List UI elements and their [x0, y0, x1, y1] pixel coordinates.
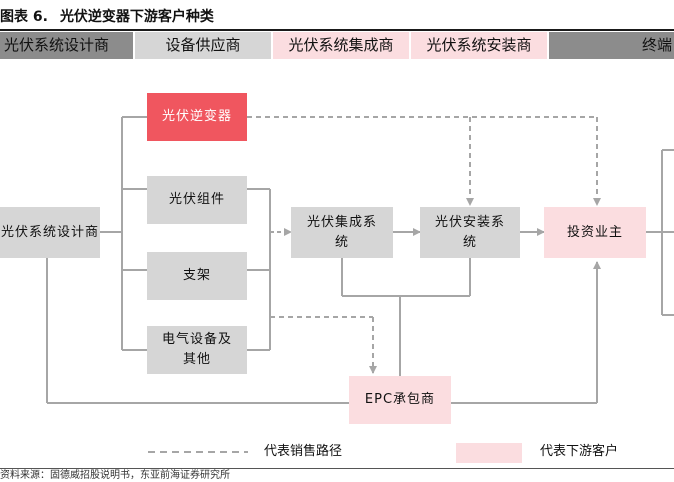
figure-title-text: 光伏逆变器下游客户种类 — [59, 9, 214, 25]
header-supplier: 设备供应商 — [135, 32, 271, 59]
footer-rule — [0, 468, 674, 469]
header-end: 终端 — [549, 32, 674, 59]
figure-number: 图表 6. — [0, 9, 48, 25]
node-electrical: 电气设备及其他 — [147, 326, 247, 374]
node-bracket: 支架 — [147, 252, 247, 300]
figure-title: 图表 6. 光伏逆变器下游客户种类 — [0, 6, 214, 28]
header-designer: 光伏系统设计商 — [0, 32, 133, 59]
title-rule — [0, 29, 674, 31]
legend-downstream-swatch — [456, 443, 522, 463]
legend-downstream-label: 代表下游客户 — [540, 444, 619, 459]
node-integrator: 光伏集成系统 — [291, 207, 393, 258]
node-module: 光伏组件 — [147, 176, 247, 224]
node-inverter: 光伏逆变器 — [147, 93, 247, 141]
source-note: 资料来源：固德威招股说明书，东亚前海证券研究所 — [0, 470, 230, 481]
node-investor: 投资业主 — [544, 207, 646, 258]
node-designer: 光伏系统设计商 — [0, 207, 100, 258]
header-integrator: 光伏系统集成商 — [273, 32, 409, 59]
header-installer: 光伏系统安装商 — [411, 32, 547, 59]
node-installer: 光伏安装系统 — [420, 207, 520, 258]
legend-sales-path-label: 代表销售路径 — [264, 444, 343, 459]
node-epc: EPC承包商 — [349, 376, 451, 424]
